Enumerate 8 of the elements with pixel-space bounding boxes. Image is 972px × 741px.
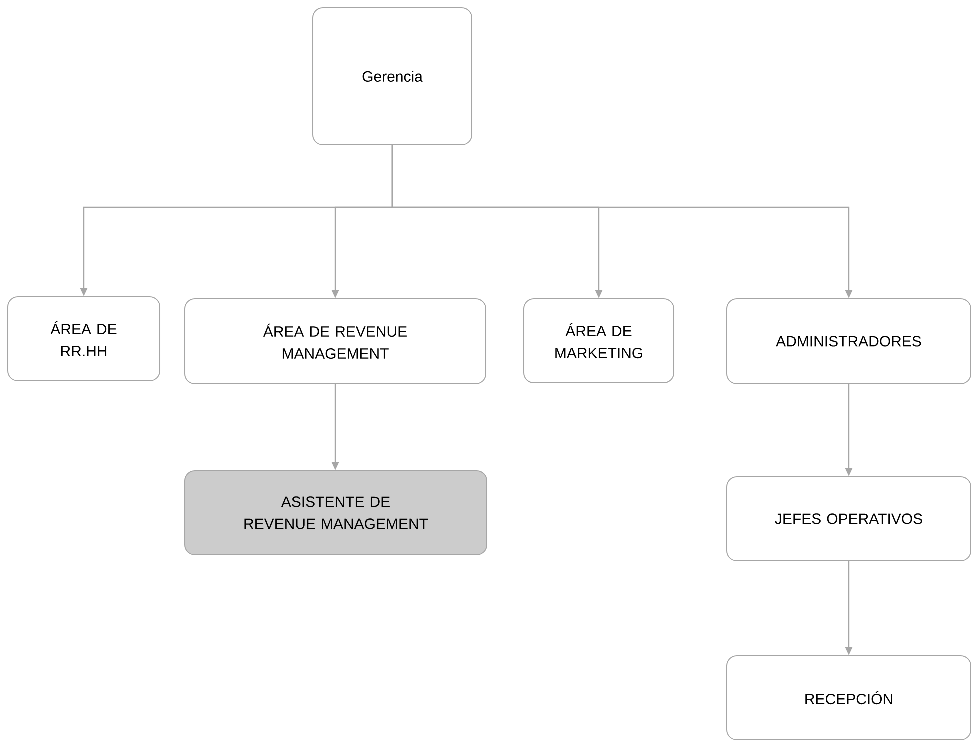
highlighted-org-box: ASISTENTE DE REVENUE MANAGEMENT (184, 470, 488, 556)
org-box: ÁREA DE MARKETING (524, 298, 674, 384)
org-box: JEFES OPERATIVOS (726, 476, 972, 562)
org-box: ADMINISTRADORES (726, 298, 972, 384)
org-box: RECEPCIÓN (726, 656, 972, 740)
org-box: ÁREA DE RR.HH (8, 296, 160, 382)
org-box: Gerencia (312, 8, 472, 146)
org-box: ÁREA DE REVENUE MANAGEMENT (184, 298, 486, 384)
